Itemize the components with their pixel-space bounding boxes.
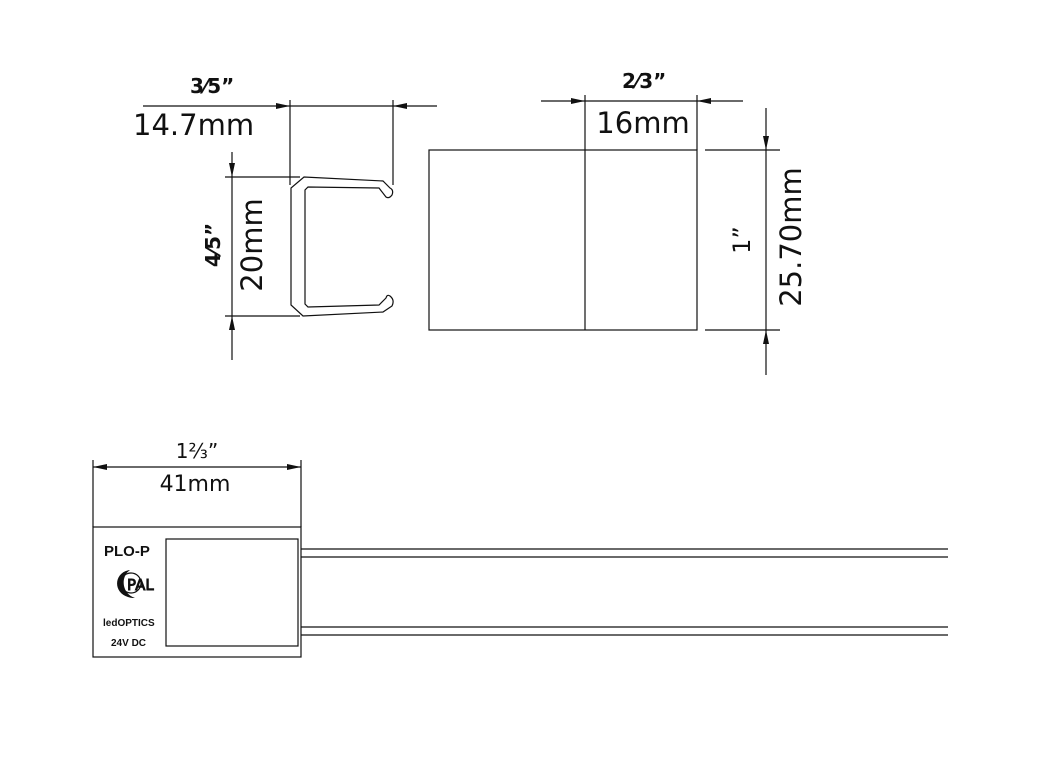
driver-box <box>92 526 302 658</box>
brand-name: ledOPTICS <box>103 618 155 629</box>
side-width-inches: 2⁄3” <box>622 69 666 93</box>
profile-width-inches: 3⁄5” <box>190 74 234 98</box>
driver-view: 1⅔” 41mm PLO-P PAL ledOPTICS 24V DC <box>92 439 948 658</box>
driver-width-mm: 41mm <box>160 472 231 497</box>
side-rectangle <box>428 149 698 331</box>
pal-logo: PAL <box>117 570 155 598</box>
voltage-label: 24V DC <box>111 638 146 649</box>
side-width-mm: 16mm <box>596 106 689 140</box>
driver-label-area <box>165 538 299 647</box>
channel-profile <box>290 176 394 317</box>
profile-view: 3⁄5” 14.7mm 20mm 4⁄5” <box>133 74 437 360</box>
svg-text:PAL: PAL <box>127 576 154 594</box>
profile-width-mm: 14.7mm <box>133 108 254 142</box>
driver-model: PLO-P <box>104 543 150 560</box>
driver-width-inches: 1⅔” <box>176 439 218 463</box>
side-height-inches: 1” <box>728 226 756 254</box>
side-height-mm: 25.70mm <box>774 167 808 307</box>
side-view: 2⁄3” 16mm 25.70mm 1” <box>428 69 808 375</box>
profile-height-mm: 20mm <box>235 198 269 291</box>
profile-height-inches: 4⁄5” <box>201 223 225 267</box>
